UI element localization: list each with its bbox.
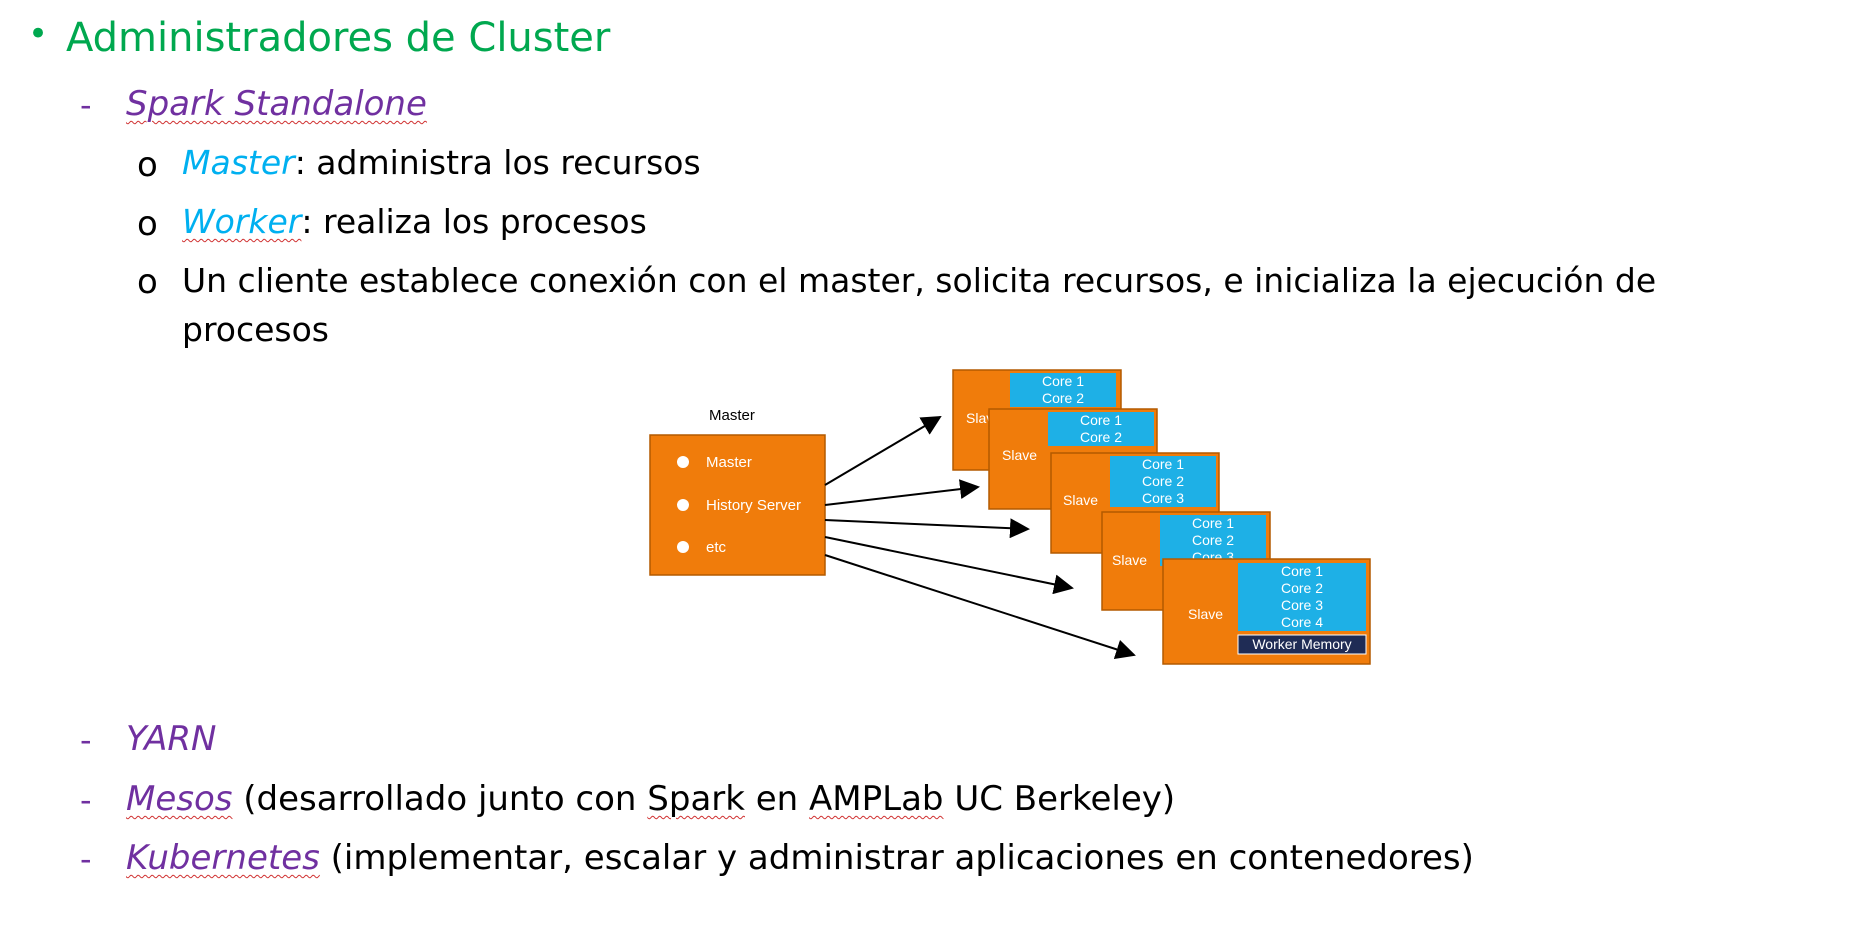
core-cell xyxy=(1048,429,1154,446)
core-label: Core 4 xyxy=(1281,614,1323,630)
term-master: Master xyxy=(182,143,295,182)
core-cell xyxy=(1160,515,1266,532)
circle-bullet-icon: o xyxy=(137,262,158,302)
core-label: Core 1 xyxy=(1142,456,1184,472)
client-desc-2: procesos xyxy=(182,310,330,349)
master-box-title: Master xyxy=(709,407,755,424)
core-label: Core 1 xyxy=(1080,412,1122,428)
core-cell xyxy=(1010,373,1116,390)
mesos-name: Mesos xyxy=(126,779,233,819)
core-label: Core 3 xyxy=(1142,490,1184,506)
core-label: Core 1 xyxy=(1042,373,1084,389)
slave-label: Slave xyxy=(1112,552,1147,568)
core-cell xyxy=(1110,490,1216,507)
master-item-dot xyxy=(677,541,689,553)
item-kubernetes: Kubernetes (implementar, escalar y admin… xyxy=(126,841,1474,875)
core-label: Core 3 xyxy=(1281,597,1323,613)
arrow xyxy=(824,536,1074,595)
master-item-label: History Server xyxy=(706,497,801,514)
core-label: Core 2 xyxy=(1042,390,1084,406)
client-desc: Un cliente establece conexión con el mas… xyxy=(182,261,1657,300)
core-label: Core 2 xyxy=(1192,532,1234,548)
core-cell xyxy=(1110,473,1216,490)
core-cell xyxy=(1238,563,1366,580)
standalone-item-client-cont: procesos xyxy=(182,313,329,346)
cluster-diagram: Master Master History Server etc Slave C… xyxy=(649,369,1371,665)
core-label: Core 2 xyxy=(1281,580,1323,596)
bullet-dot: • xyxy=(28,14,49,54)
standalone-item-client: Un cliente establece conexión con el mas… xyxy=(182,264,1656,297)
worker-memory-cell xyxy=(1237,634,1367,655)
arrow xyxy=(824,479,980,506)
dash-marker: - xyxy=(80,781,92,819)
term-worker: Worker xyxy=(182,202,302,241)
arrow xyxy=(824,554,1136,659)
dash-marker: - xyxy=(80,86,92,124)
core-label: Core 1 xyxy=(1281,563,1323,579)
slave-label: Slave xyxy=(1002,447,1037,463)
master-item-label: Master xyxy=(706,454,752,471)
mesos-en: en xyxy=(744,779,810,819)
arrow xyxy=(824,518,1030,539)
circle-bullet-icon: o xyxy=(137,204,158,244)
slave-label: Slave xyxy=(1063,492,1098,508)
heading-text: Administradores de Cluster xyxy=(66,15,611,61)
core-cell xyxy=(1238,580,1366,597)
core-cell xyxy=(1010,390,1116,407)
slave-label: Slave xyxy=(1188,606,1223,622)
master-item-dot xyxy=(677,456,689,468)
master-item-dot xyxy=(677,499,689,511)
slave-box: Slave Core 1 Core 2 Core 3 Core 4 Worker… xyxy=(1162,558,1371,665)
kubernetes-desc: (implementar, escalar y administrar apli… xyxy=(319,838,1474,878)
mesos-amplab: AMPLab xyxy=(809,779,944,819)
circle-bullet-icon: o xyxy=(137,145,158,185)
arrow xyxy=(824,415,942,486)
yarn-name: YARN xyxy=(126,719,217,759)
item-yarn: YARN xyxy=(126,722,216,756)
worker-desc: : realiza los procesos xyxy=(301,202,647,241)
standalone-title: Spark Standalone xyxy=(126,87,427,121)
mesos-ucb: UC Berkeley) xyxy=(943,779,1176,819)
core-cell xyxy=(1048,412,1154,429)
kubernetes-name: Kubernetes xyxy=(126,838,320,878)
core-label: Core 2 xyxy=(1142,473,1184,489)
standalone-title-text: Spark Standalone xyxy=(126,84,427,124)
dash-marker: - xyxy=(80,840,92,878)
mesos-spark: Spark xyxy=(647,779,745,819)
master-desc: : administra los recursos xyxy=(294,143,701,182)
core-cell xyxy=(1238,614,1366,631)
worker-memory-label: Worker Memory xyxy=(1252,636,1351,652)
core-cell xyxy=(1110,456,1216,473)
master-item-label: etc xyxy=(706,539,727,556)
core-cell xyxy=(1160,532,1266,549)
core-label: Core 1 xyxy=(1192,515,1234,531)
standalone-item-worker: Worker: realiza los procesos xyxy=(182,205,647,238)
standalone-item-master: Master: administra los recursos xyxy=(182,146,701,179)
core-label: Core 2 xyxy=(1080,429,1122,445)
heading: Administradores de Cluster xyxy=(66,18,610,58)
dash-marker: - xyxy=(80,721,92,759)
mesos-desc: (desarrollado junto con xyxy=(232,779,648,819)
item-mesos: Mesos (desarrollado junto con Spark en A… xyxy=(126,782,1175,816)
core-cell xyxy=(1238,597,1366,614)
